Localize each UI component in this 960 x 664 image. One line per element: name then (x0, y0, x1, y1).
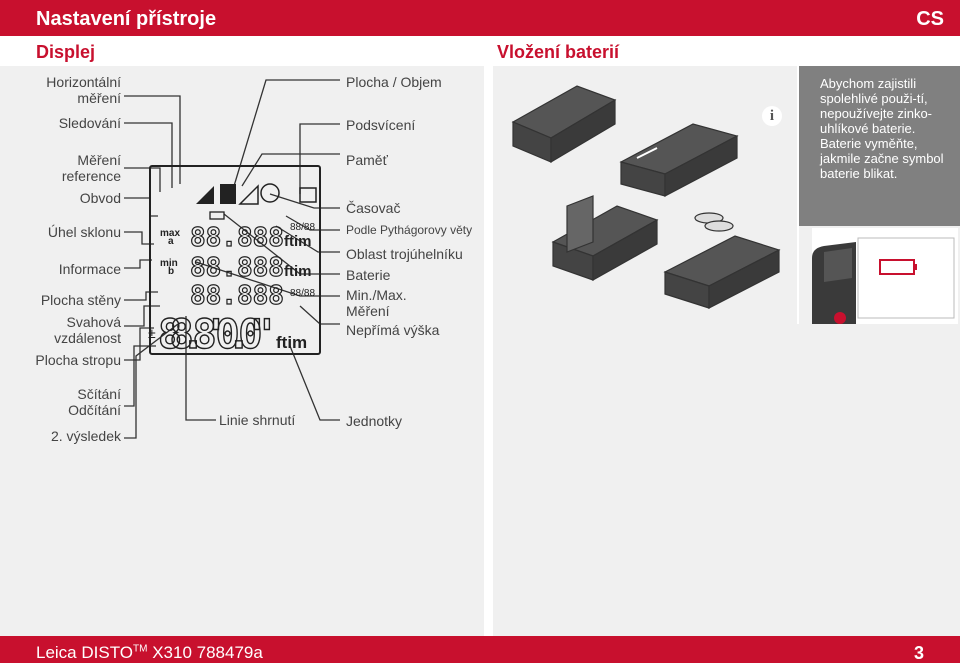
step-1-device (511, 85, 617, 164)
lcd-main-value: 88.8'0.0" (158, 312, 274, 358)
leader-minmax (195, 261, 340, 297)
label-summary-line: Linie shrnutí (219, 412, 296, 428)
info-box (797, 66, 960, 226)
header-bar (0, 0, 960, 36)
device-front (812, 237, 955, 324)
label-backlight: Podsvícení (346, 117, 416, 133)
arrow-icon (636, 147, 658, 159)
label-indirect-height: Nepřímá výška (346, 322, 440, 338)
batteries-section-title: Vložení baterií (497, 42, 620, 62)
leader-perimeter (124, 197, 158, 217)
lcd-main-unit: ftim (276, 333, 307, 352)
label-triangle: Oblast trojúhelníku (346, 246, 463, 262)
leader-triangle (275, 225, 340, 253)
lcd-line3: 88.888 (190, 281, 284, 311)
lcd-unit-2: ftim (284, 263, 312, 280)
lcd-frac-2: 88/88 (290, 288, 315, 299)
label-minmax: Min./Max. (346, 287, 407, 303)
step-2-device (619, 123, 739, 197)
label-ceiling-area: Plocha stropu (35, 352, 121, 368)
device-button-icon (834, 312, 846, 324)
label-memory: Paměť (346, 152, 388, 168)
label-tilt: Úhel sklonu (47, 224, 121, 240)
leader-tracking (124, 122, 173, 188)
footer-product: Leica DISTOTM X310 788479a (36, 643, 263, 662)
leader-memory (241, 153, 340, 187)
plus-minus-icon: ± (148, 325, 156, 341)
leader-backlight (299, 123, 340, 194)
leader-tilt (124, 231, 154, 245)
step-4-device (663, 212, 781, 309)
label-area-volume: Plocha / Objem (346, 74, 442, 90)
label-tracking: Sledování (58, 115, 121, 131)
page-title: Nastavení přístroje (36, 8, 217, 30)
leader-info (124, 259, 152, 269)
leader-second-result (124, 323, 179, 439)
label-perimeter: Obvod (79, 190, 121, 206)
leader-timer (269, 193, 340, 209)
leader-area-volume (233, 79, 340, 187)
footer-bar (0, 636, 960, 663)
lcd-min: min (160, 258, 178, 269)
display-zoom-box (857, 237, 955, 319)
info-divider (797, 66, 799, 324)
leader-summary-line (185, 316, 216, 421)
language-code: CS (916, 8, 944, 30)
lcd-b: b (168, 266, 174, 277)
leader-pythagoras (285, 215, 340, 231)
lcd-line2: 88.888 (190, 253, 284, 283)
label-second-result: 2. výsledek (50, 428, 121, 444)
lcd-symbol-row (196, 183, 317, 220)
leader-ceiling-area (124, 327, 154, 361)
label-info: Informace (58, 261, 121, 277)
label-measurement: Měření (346, 303, 390, 319)
label-timer: Časovač (346, 200, 401, 216)
leader-slope (124, 305, 160, 327)
label-battery: Baterie (346, 267, 391, 283)
lcd-diagram: max min a b 88.888 88.888 88.888 ftim ft… (124, 79, 340, 439)
lcd-max: max (160, 228, 180, 239)
lcd-line1: 88.888 (190, 223, 284, 253)
lcd-frame (149, 165, 321, 355)
label-wall-area: Plocha stěny (40, 292, 121, 308)
label-pythagoras: Podle Pythágorovy věty (346, 223, 473, 237)
leader-horizontal (124, 95, 181, 184)
label-units: Jednotky (346, 413, 403, 429)
leader-wall-area (124, 291, 158, 301)
display-section-title: Displej (36, 42, 96, 62)
leader-add-sub (124, 345, 156, 407)
leader-reference (124, 167, 161, 192)
leader-units (289, 345, 340, 421)
device-screen (824, 248, 852, 282)
battery-illustrations (511, 85, 781, 309)
lcd-unit-1: ftim (284, 233, 312, 250)
leader-battery (223, 213, 340, 275)
step-3-device (551, 195, 659, 282)
info-text: Abychom zajistili spolehlivé použi-tí, n… (820, 76, 944, 181)
battery-cell-icon (704, 220, 734, 232)
info-icon: i (762, 106, 782, 126)
lcd-a: a (168, 236, 174, 247)
lcd-frac-1: 88/88 (290, 222, 315, 233)
page-number: 3 (913, 643, 924, 663)
